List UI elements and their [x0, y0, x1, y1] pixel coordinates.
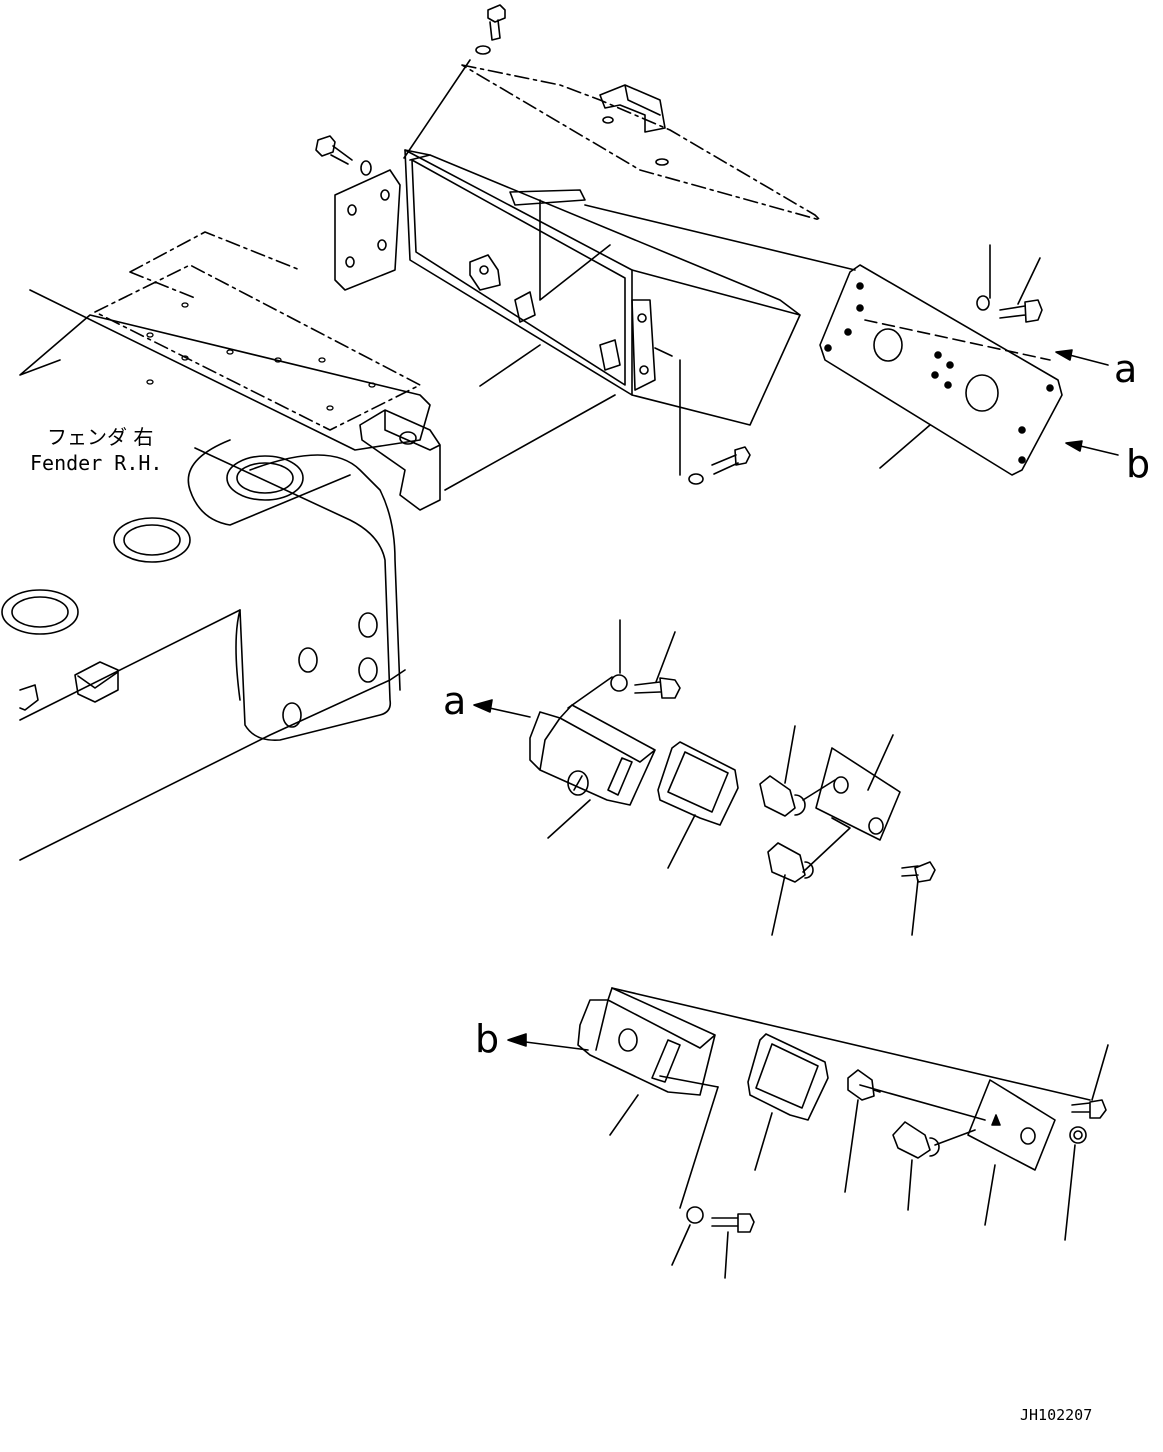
top-leader: [403, 59, 471, 159]
box-top: [404, 149, 801, 426]
arrow-a-head: [1055, 349, 1073, 361]
box-left-flange: [334, 169, 401, 291]
box-front-frame: [404, 149, 633, 396]
box-part-leader: [479, 344, 541, 387]
callout-b-label: b: [1126, 442, 1150, 486]
detail-b-nut: [1069, 1126, 1087, 1144]
top-bracket: [599, 84, 666, 133]
detail-a-slot: [607, 757, 633, 796]
cover-plate-leader: [879, 424, 931, 469]
detail-b: [507, 987, 1109, 1279]
detail-a-label: a: [443, 679, 466, 723]
detail-b-switch-small: [847, 1069, 881, 1101]
box-right-flange: [631, 299, 656, 391]
top-washer: [475, 45, 491, 55]
detail-b-housing: [577, 987, 716, 1096]
box-lower-leader-h: [654, 347, 673, 357]
fender-assembly: [1, 231, 441, 861]
top-plate-hole: [602, 116, 614, 124]
top-plate-slot: [655, 158, 669, 166]
cover-plate-bolts: [824, 282, 1054, 464]
arrow-b-head: [1065, 440, 1083, 452]
top-bolt: [487, 4, 506, 41]
fender-block-b: [19, 684, 39, 711]
detail-b-switch-rotary: [892, 1121, 940, 1159]
detail-b-label: b: [475, 1017, 499, 1061]
detail-a: [473, 619, 936, 936]
fender-plate-outline: [94, 231, 421, 431]
plate-assy-leader: [584, 204, 856, 271]
detail-a-gasket: [657, 741, 739, 826]
detail-b-gasket: [747, 1033, 829, 1121]
cover-plate-outline: [819, 264, 1063, 476]
detail-b-arrow-head: [507, 1033, 527, 1047]
box-lower-washer: [688, 473, 704, 485]
box-side-washer: [360, 160, 372, 176]
cover-bolt: [999, 299, 1043, 323]
top-plate-assembly: [403, 4, 821, 221]
fender-grommets: [1, 455, 304, 635]
fender-label-jp: フェンダ 右: [47, 425, 153, 449]
detail-a-switch: [759, 775, 806, 817]
box-side-bolt: [315, 135, 353, 165]
detail-b-plate: [967, 1079, 1056, 1171]
callout-a-label: a: [1114, 347, 1137, 391]
cover-plate: [819, 244, 1119, 476]
main-box: [315, 135, 856, 491]
fender-front-edge: [187, 439, 401, 742]
fender-top: [19, 289, 431, 861]
cover-dashed-a: [864, 319, 1051, 361]
detail-a-switch-lower: [767, 842, 814, 883]
detail-a-arrow-head: [473, 699, 493, 713]
detail-b-washer: [686, 1206, 704, 1224]
detail-a-washer: [610, 674, 628, 692]
fender-holes: [146, 302, 376, 411]
detail-a-plate: [815, 747, 901, 841]
detail-b-slot: [651, 1039, 681, 1083]
fender-mount-leader: [444, 394, 616, 491]
fender-side-holes: [282, 612, 378, 728]
fender-label-en: Fender R.H.: [30, 451, 162, 475]
box-lower-bolt: [711, 446, 751, 475]
detail-a-housing: [529, 704, 656, 806]
detail-b-bolt-lower: [711, 1213, 755, 1233]
cover-washer: [976, 295, 990, 311]
box-inner: [469, 189, 621, 371]
fender-mount-block: [359, 409, 441, 511]
detail-a-bolt-right: [901, 861, 936, 883]
drawing-reference: JH102207: [1020, 1406, 1092, 1424]
cover-bolt-leader: [1017, 257, 1041, 305]
detail-a-bolt: [634, 677, 681, 699]
detail-b-plate-key: [991, 1114, 1001, 1126]
detail-b-bolt-upper: [1071, 1099, 1107, 1119]
fender-block-a: [74, 661, 119, 703]
top-plate-dashed: [461, 64, 821, 221]
